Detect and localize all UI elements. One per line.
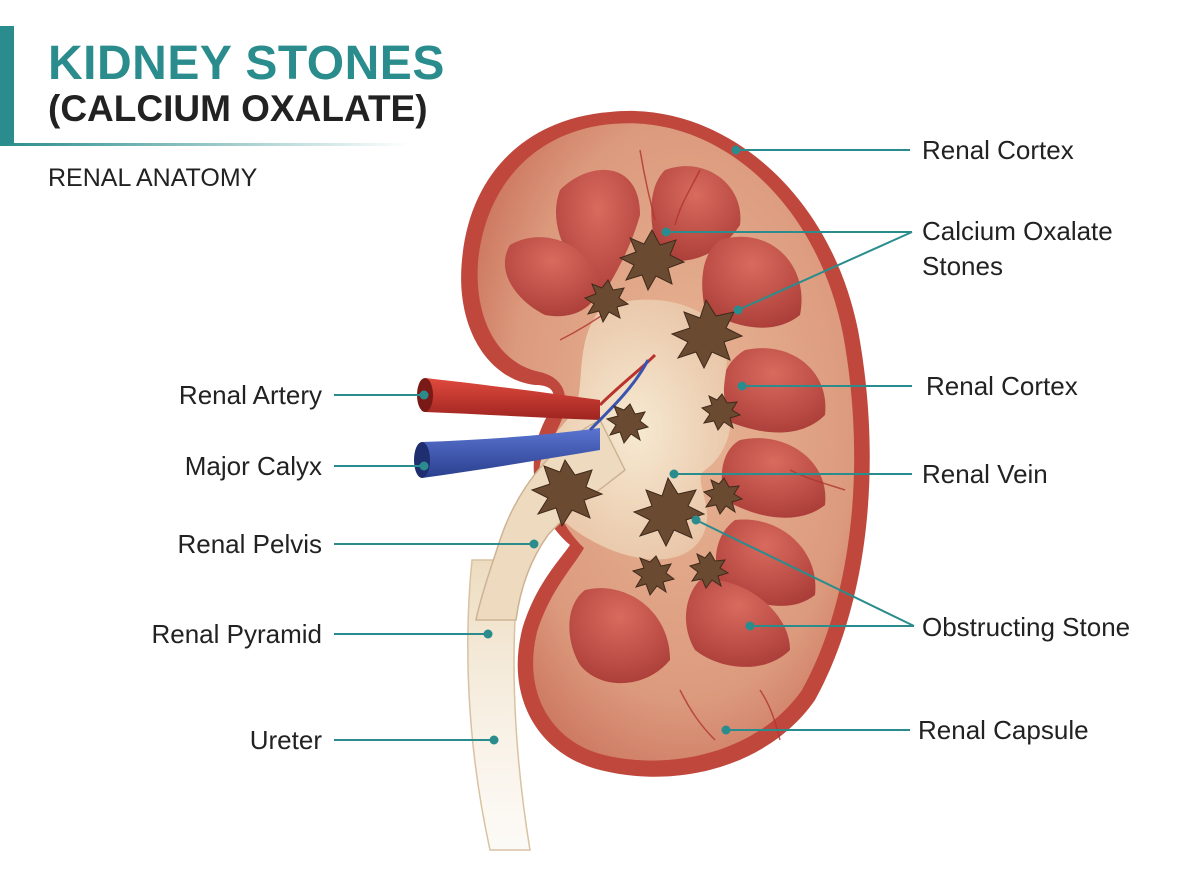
renal-artery-vessel bbox=[417, 353, 657, 420]
label-calcium-oxalate-stones-line1: Calcium Oxalate bbox=[922, 216, 1113, 246]
stone-10 bbox=[688, 551, 730, 589]
label-ureter: Ureter bbox=[249, 725, 322, 755]
label-renal-cortex-top: Renal Cortex bbox=[922, 135, 1074, 165]
stone-6 bbox=[530, 458, 604, 528]
label-calcium-oxalate-stones-line2: Stones bbox=[922, 251, 1003, 281]
renal-pyramids bbox=[504, 166, 826, 684]
leader-obstructing-a bbox=[695, 519, 915, 627]
section-label: RENAL ANATOMY bbox=[48, 164, 258, 192]
page-title: KIDNEY STONES bbox=[48, 37, 445, 90]
label-renal-artery: Renal Artery bbox=[178, 380, 322, 410]
page-subtitle: (CALCIUM OXALATE) bbox=[48, 88, 428, 129]
ureter-tube bbox=[467, 559, 531, 851]
leader-stones-b bbox=[737, 231, 913, 311]
label-renal-capsule: Renal Capsule bbox=[918, 715, 1089, 745]
stone-4 bbox=[700, 393, 742, 431]
stone-3 bbox=[670, 298, 744, 370]
title-underline bbox=[0, 143, 410, 146]
stone-2 bbox=[583, 279, 630, 324]
label-obstructing-stone: Obstructing Stone bbox=[922, 612, 1131, 642]
calcium-oxalate-stones-group bbox=[530, 228, 744, 597]
cortical-vessels bbox=[559, 149, 846, 741]
label-renal-cortex-mid: Renal Cortex bbox=[926, 371, 1078, 401]
label-renal-vein: Renal Vein bbox=[922, 459, 1048, 489]
stone-8 bbox=[702, 477, 744, 515]
label-renal-pyramid: Renal Pyramid bbox=[151, 619, 322, 649]
label-major-calyx: Major Calyx bbox=[184, 451, 322, 481]
stone-1 bbox=[618, 228, 686, 292]
stone-5 bbox=[605, 403, 650, 445]
stone-7 bbox=[632, 476, 706, 548]
label-renal-pelvis: Renal Pelvis bbox=[177, 529, 322, 559]
title-accent-bar bbox=[0, 26, 14, 144]
stone-9 bbox=[631, 555, 676, 597]
